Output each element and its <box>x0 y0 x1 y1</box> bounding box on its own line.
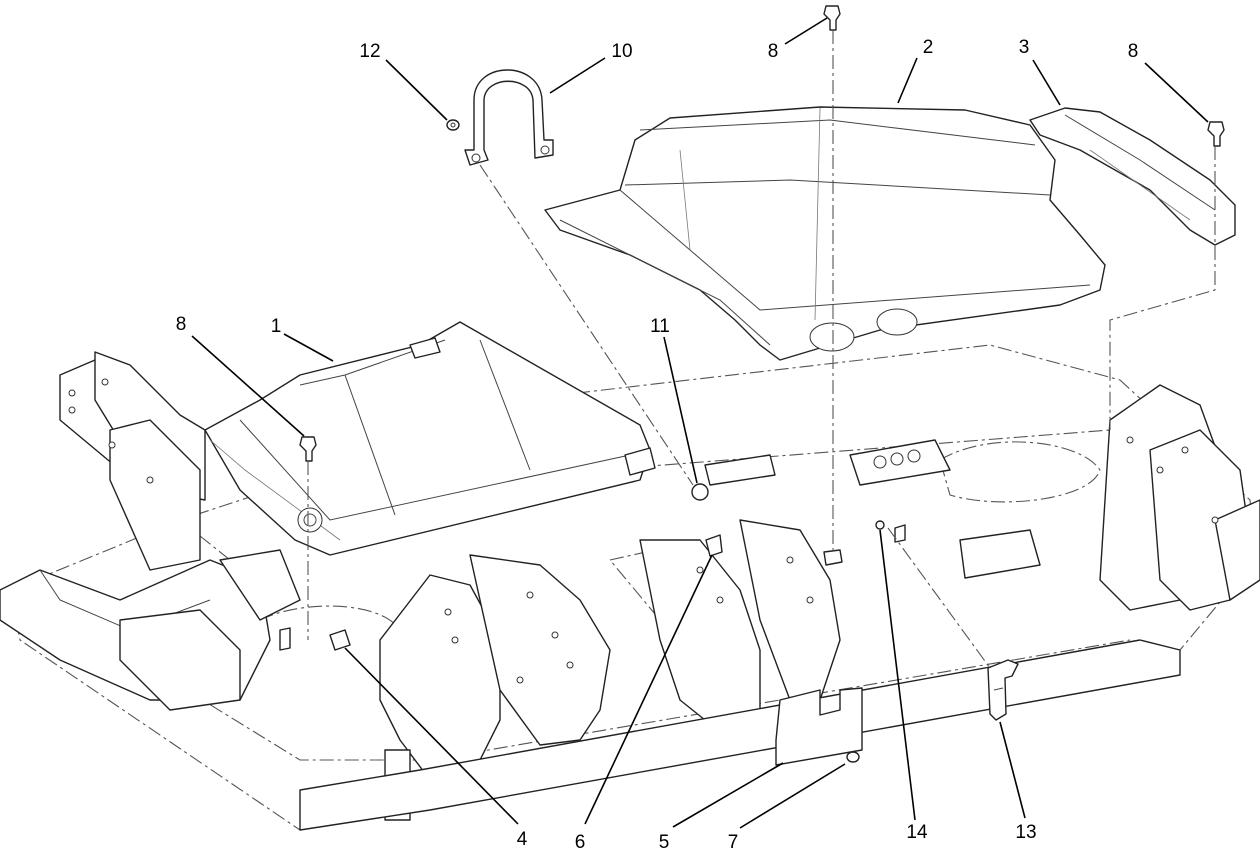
callout-8b: 8 <box>1128 41 1139 62</box>
callout-12: 12 <box>359 41 380 62</box>
callout-10: 10 <box>611 41 632 62</box>
part-7-nut <box>846 751 860 763</box>
part-11-knob <box>691 483 709 501</box>
part-3-side-rail <box>1029 107 1236 246</box>
callout-7: 7 <box>728 832 739 853</box>
callout-5: 5 <box>659 832 670 853</box>
part-14-pin <box>875 520 906 543</box>
callout-3: 3 <box>1019 37 1030 58</box>
part-4-clip <box>279 627 351 651</box>
callout-13: 13 <box>1015 822 1036 843</box>
part-10-u-bolt <box>464 69 554 166</box>
callout-2: 2 <box>923 37 934 58</box>
part-2-seat-base <box>544 106 1106 361</box>
callout-labels: 12 10 8 2 3 8 8 1 11 4 6 5 7 14 13 <box>176 37 1139 853</box>
right-hitch-plates <box>1099 384 1260 611</box>
leader-lines <box>191 17 1209 829</box>
callout-11: 11 <box>650 316 670 337</box>
left-hitch-plates <box>59 351 206 571</box>
callout-1: 1 <box>271 316 282 337</box>
front-bumper <box>0 549 301 711</box>
callout-4: 4 <box>517 829 528 850</box>
frame-decals <box>704 439 1041 579</box>
rear-bar <box>299 639 1181 831</box>
callout-14: 14 <box>906 822 928 843</box>
callout-8a: 8 <box>768 41 779 62</box>
part-13-latch <box>987 659 1019 721</box>
part-5-plate <box>775 687 863 766</box>
callout-8c: 8 <box>176 314 187 335</box>
callout-6: 6 <box>575 832 586 853</box>
part-6-clip <box>705 534 723 557</box>
part-1-front-shroud <box>204 321 656 556</box>
assembly-lines <box>307 30 1216 669</box>
part-12-nut <box>446 119 460 131</box>
frame-bolt-mount <box>823 549 843 566</box>
part-8-bolts <box>299 5 1225 462</box>
